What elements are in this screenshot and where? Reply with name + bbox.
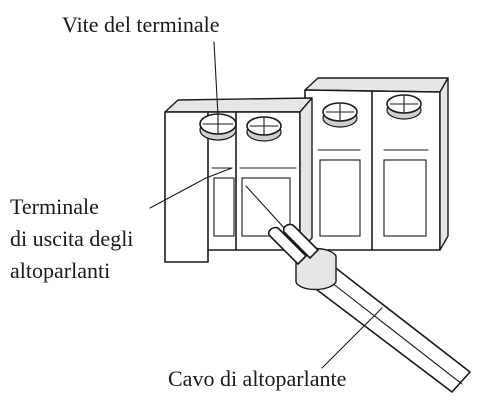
leader-line-terminal bbox=[149, 167, 233, 209]
diagram-label-terminal-2: di uscita degli bbox=[10, 226, 134, 251]
screw-icon bbox=[246, 116, 282, 142]
screw-icon bbox=[199, 113, 237, 141]
left-terminal-block bbox=[164, 97, 313, 263]
diagram-label-terminal-1: Terminale bbox=[10, 194, 99, 219]
leader-line-cable bbox=[321, 307, 383, 369]
screw-icon bbox=[386, 94, 422, 120]
speaker-cable bbox=[267, 223, 471, 393]
screw-icon bbox=[322, 102, 358, 128]
right-terminal-block bbox=[304, 77, 449, 251]
diagram-label-screw: Vite del terminale bbox=[62, 12, 220, 37]
diagram-label-terminal-3: altoparlanti bbox=[10, 258, 111, 283]
diagram-label-cable: Cavo di altoparlante bbox=[168, 366, 347, 391]
leader-line-screw bbox=[213, 41, 219, 117]
